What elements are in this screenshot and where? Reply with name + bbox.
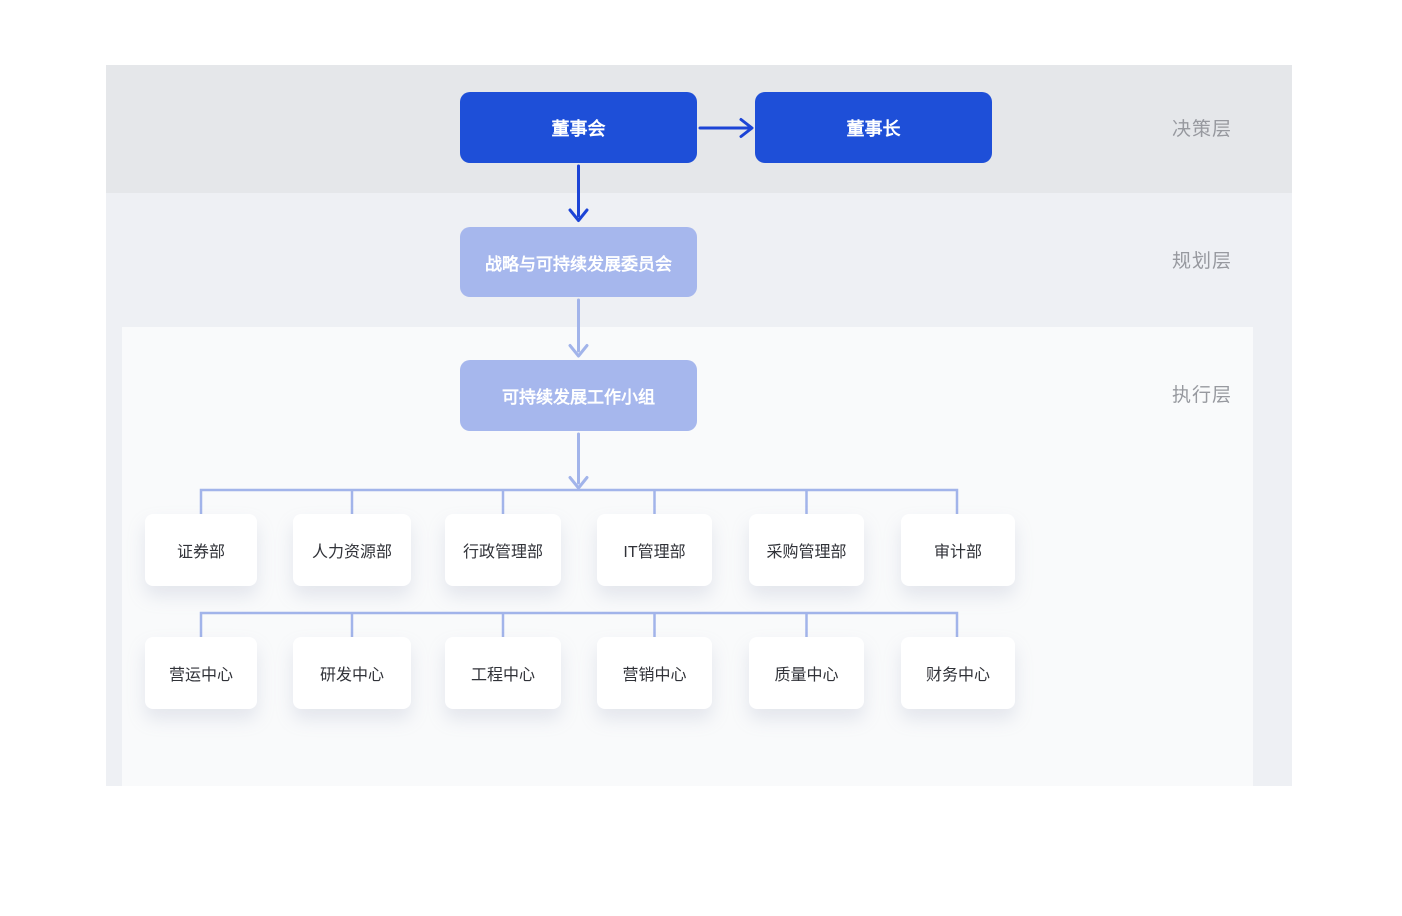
decision-layer-label: 决策层 <box>1172 119 1233 140</box>
decision-layer-band <box>106 65 1292 193</box>
node-rd-center: 研发中心 <box>293 637 411 709</box>
node-admin-dept: 行政管理部 <box>445 514 561 586</box>
node-finance-center: 财务中心 <box>901 637 1015 709</box>
node-operations-center: 营运中心 <box>145 637 257 709</box>
node-engineering-center: 工程中心 <box>445 637 561 709</box>
node-hr-dept: 人力资源部 <box>293 514 411 586</box>
node-marketing-center: 营销中心 <box>597 637 712 709</box>
node-strategy-sustainability-committee: 战略与可持续发展委员会 <box>460 227 697 297</box>
node-it-dept: IT管理部 <box>597 514 712 586</box>
node-quality-center: 质量中心 <box>749 637 864 709</box>
node-audit-dept: 审计部 <box>901 514 1015 586</box>
planning-layer-label: 规划层 <box>1172 251 1233 272</box>
node-sustainability-workgroup: 可持续发展工作小组 <box>460 360 697 431</box>
node-securities-dept: 证券部 <box>145 514 257 586</box>
execution-layer-label: 执行层 <box>1172 385 1233 406</box>
node-procurement-dept: 采购管理部 <box>749 514 864 586</box>
node-board-of-directors: 董事会 <box>460 92 697 163</box>
node-chairman: 董事长 <box>755 92 992 163</box>
